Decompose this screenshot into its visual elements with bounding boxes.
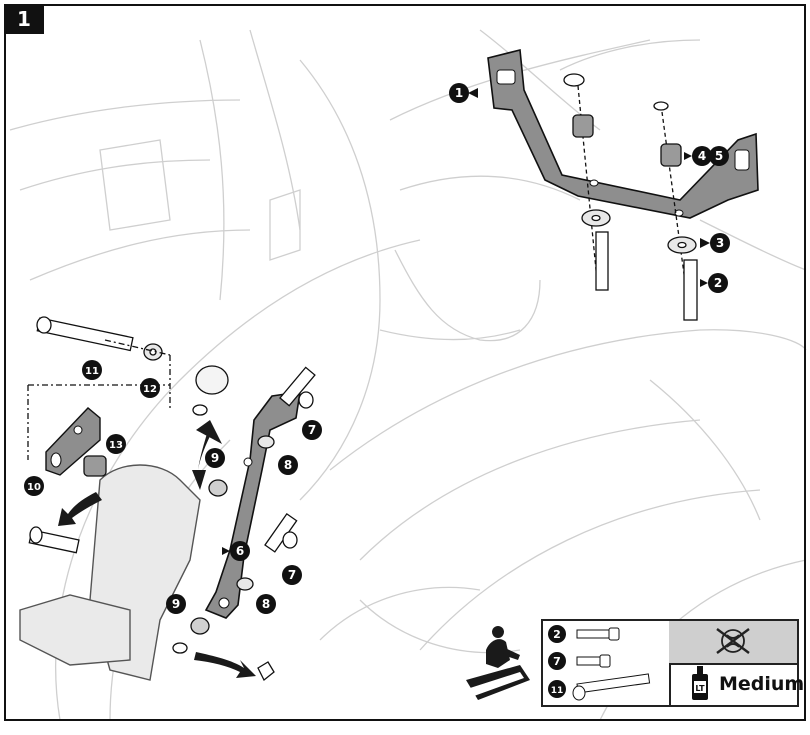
callout-label: 8 xyxy=(262,597,270,611)
legend-bolts: 2 7 11 xyxy=(548,625,651,701)
no-grease-panel xyxy=(669,621,797,665)
callout-9b xyxy=(166,594,186,614)
callout-1 xyxy=(449,83,478,103)
legend-label: 11 xyxy=(551,686,564,696)
callout-8a xyxy=(278,455,298,475)
callout-6 xyxy=(222,541,250,561)
callout-label: 10 xyxy=(27,482,41,493)
callout-label: 6 xyxy=(236,544,244,558)
legend-item-7 xyxy=(548,652,611,670)
callout-label: 8 xyxy=(284,458,292,472)
step-number: 1 xyxy=(4,4,44,34)
callout-10 xyxy=(24,476,44,496)
lower-hardware xyxy=(172,365,316,682)
threadlocker-bottle-icon: LT xyxy=(692,666,708,700)
callout-5 xyxy=(709,146,729,166)
threadlocker-strength: Medium xyxy=(719,673,805,695)
callout-label: 12 xyxy=(143,384,157,395)
callout-2 xyxy=(700,273,728,293)
callout-label: 4 xyxy=(698,149,706,163)
callout-label: 7 xyxy=(288,568,296,582)
legend-hardware-list: 2 7 11 xyxy=(543,621,671,705)
callout-13 xyxy=(106,434,126,454)
diagram-frame xyxy=(4,4,806,721)
callout-label: 11 xyxy=(85,366,99,377)
threadlocker-label: LT xyxy=(695,684,705,693)
callout-8b xyxy=(256,594,276,614)
callout-11 xyxy=(82,360,102,380)
callout-4 xyxy=(684,146,712,166)
hardware-legend: 2 7 11 LT Medium xyxy=(541,619,804,707)
bracket-part-6 xyxy=(204,391,301,619)
callout-label: 13 xyxy=(109,440,123,451)
direction-arrows xyxy=(58,420,256,678)
callout-3 xyxy=(700,233,730,253)
callout-7b xyxy=(282,565,302,585)
callout-12 xyxy=(140,378,160,398)
threadlocker-panel: LT Medium xyxy=(669,663,804,705)
callout-label: 7 xyxy=(308,423,316,437)
bracket-part-1 xyxy=(487,48,759,219)
footrest-bracket xyxy=(19,464,201,681)
rider-on-motorcycle-icon xyxy=(466,626,530,700)
callout-label: 2 xyxy=(714,276,722,290)
callout-labels: 1 2 3 4 5 6 7 7 8 8 9 9 10 11 12 13 xyxy=(27,86,724,611)
callout-7a xyxy=(302,420,322,440)
legend-label: 2 xyxy=(553,628,561,641)
legend-item-2 xyxy=(548,625,620,643)
callout-9a xyxy=(205,448,225,468)
no-grease-icon xyxy=(716,628,750,654)
left-hardware xyxy=(27,316,171,554)
bracket-part-10 xyxy=(45,407,101,476)
callout-label: 9 xyxy=(211,451,219,465)
callout-label: 9 xyxy=(172,597,180,611)
callout-label: 5 xyxy=(715,149,723,163)
callout-markers xyxy=(24,83,730,614)
legend-label: 7 xyxy=(553,655,561,668)
upper-hardware xyxy=(563,73,698,321)
callout-label: 1 xyxy=(455,86,463,100)
callout-label: 3 xyxy=(716,236,724,250)
legend-item-11 xyxy=(548,673,651,701)
